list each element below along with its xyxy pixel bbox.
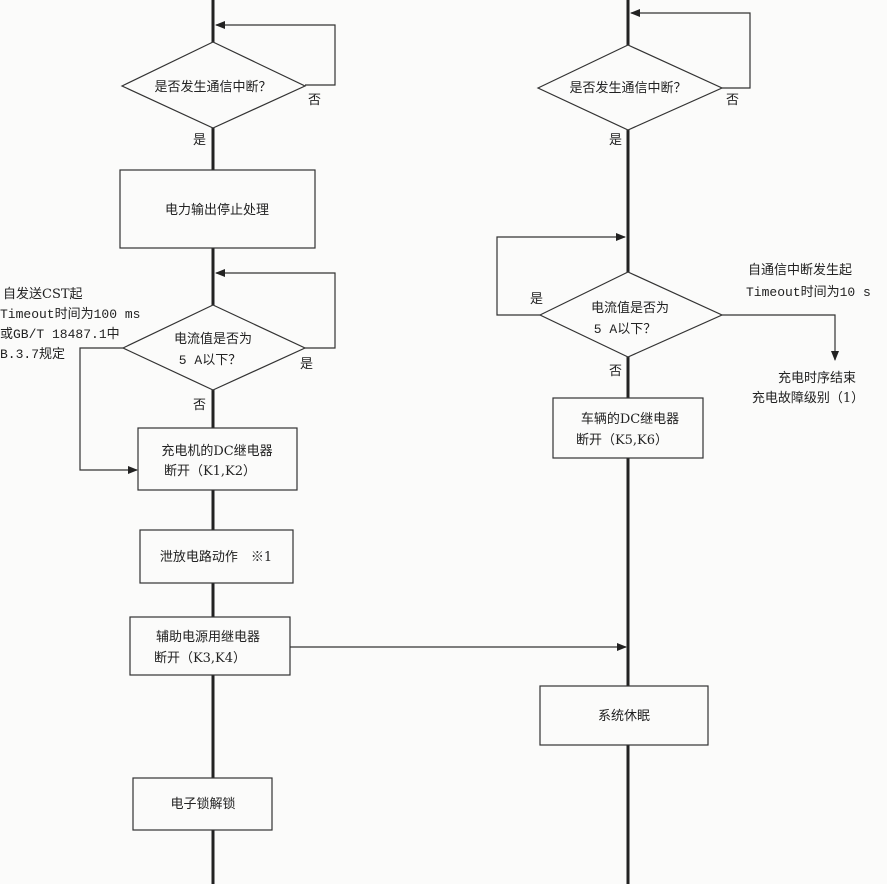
right-decision1-yes: 是 (609, 133, 622, 148)
left-process4-line1: 辅助电源用继电器 (156, 630, 260, 645)
right-loop1-arrow (630, 9, 751, 89)
right-decision2-yes: 是 (530, 292, 543, 307)
left-process-power-stop (119, 169, 316, 249)
right-note-line1: 自通信中断发生起 (748, 262, 852, 278)
left-decision2-yes: 是 (300, 357, 313, 372)
left-decision1-yes: 是 (193, 133, 206, 148)
right-note-line2: Timeout时间为10 s (746, 285, 871, 300)
right-decision2-line1: 电流值是否为 (591, 300, 669, 316)
left-process2-line1: 充电机的DC继电器 (161, 443, 272, 459)
left-note-line2: Timeout时间为100 ms (0, 307, 140, 322)
right-decision1-no: 否 (726, 93, 739, 108)
left-decision2-line1: 电流值是否为 (174, 331, 252, 347)
left-decision-current (121, 304, 307, 391)
right-process1-line1: 车辆的DC继电器 (581, 411, 679, 427)
left-loop1-arrow (215, 21, 336, 86)
right-end-line1: 充电时序结束 (778, 370, 856, 386)
left-process5-label: 电子锁解锁 (170, 796, 235, 812)
left-decision2-line2: 5 A以下？ (179, 353, 241, 368)
right-process2-label: 系统休眠 (598, 709, 650, 724)
right-timeout-arrow (722, 314, 839, 361)
right-decision-current (538, 271, 724, 358)
left-process1-label: 电力输出停止处理 (165, 202, 269, 218)
left-loop2-arrow (215, 269, 336, 349)
right-process1-line2: 断开（K5,K6） (576, 433, 668, 448)
left-process-k3k4 (129, 616, 291, 676)
left-decision-comm-interrupt (120, 41, 307, 129)
left-process2-line2: 断开（K1,K2） (164, 464, 256, 479)
right-decision1-label: 是否发生通信中断？ (569, 80, 686, 96)
right-process-k5k6 (552, 397, 704, 459)
left-decision2-no: 否 (193, 398, 206, 413)
left-note-line3: 或GB/T 18487.1中 (0, 327, 120, 342)
left-decision1-label: 是否发生通信中断？ (154, 79, 271, 95)
left-process4-line2: 断开（K3,K4） (154, 651, 246, 666)
left-decision1-no: 否 (308, 93, 321, 108)
right-decision-comm-interrupt (536, 44, 724, 131)
left-note-line1: 自发送CST起 (3, 286, 83, 302)
left-timeout-arrow (79, 347, 138, 474)
right-end-line2: 充电故障级别（1） (752, 390, 864, 406)
left-note-line4: B.3.7规定 (0, 347, 65, 362)
left-process3-label: 泄放电路动作 ※1 (160, 549, 272, 565)
left-process-k1k2 (137, 427, 298, 491)
right-decision2-no: 否 (609, 364, 622, 379)
right-loop2-arrow (496, 233, 626, 316)
right-process-sleep (539, 685, 709, 746)
right-decision2-line2: 5 A以下？ (594, 322, 656, 337)
left-process-unlock (132, 777, 273, 831)
left-process-discharge (139, 529, 294, 584)
